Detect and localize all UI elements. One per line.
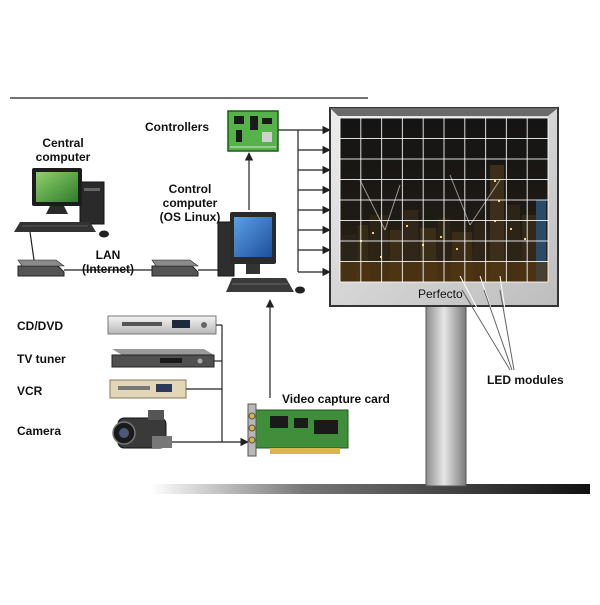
camera-icon <box>112 410 172 449</box>
vcr-label: VCR <box>17 384 43 398</box>
controller-signal-arrows <box>278 125 331 277</box>
video-capture-card-label: Video capture card <box>282 392 390 406</box>
billboard-pole <box>425 301 467 487</box>
billboard-top-shade <box>330 108 558 116</box>
lan-modem-left-icon <box>17 231 65 277</box>
controllers-label: Controllers <box>145 120 210 134</box>
vcr-icon <box>109 379 187 399</box>
search-lights <box>359 174 501 231</box>
central-computer-icon <box>14 168 109 238</box>
city-skyline <box>340 165 548 282</box>
control-computer-label: Control computer (OS Linux) <box>159 182 221 224</box>
control-computer-icon <box>217 212 305 294</box>
lan-label: LAN (Internet) <box>82 248 134 276</box>
cd-dvd-player-icon <box>107 315 217 335</box>
tv-tuner-icon <box>111 349 215 368</box>
led-modules-label: LED modules <box>487 373 564 387</box>
tv-tuner-label: TV tuner <box>17 352 66 366</box>
ground-line <box>150 484 590 494</box>
camera-label: Camera <box>17 424 62 438</box>
cd-dvd-label: CD/DVD <box>17 319 64 333</box>
central-computer-label: Central computer <box>35 136 91 164</box>
billboard-brand-label: Perfecto <box>418 287 463 301</box>
led-module-grid <box>339 117 549 283</box>
controller-board <box>227 110 279 152</box>
led-screen <box>339 117 549 283</box>
lan-modem-right-icon <box>151 259 199 277</box>
video-capture-card-icon <box>247 403 349 457</box>
source-bus-lines <box>172 324 249 447</box>
